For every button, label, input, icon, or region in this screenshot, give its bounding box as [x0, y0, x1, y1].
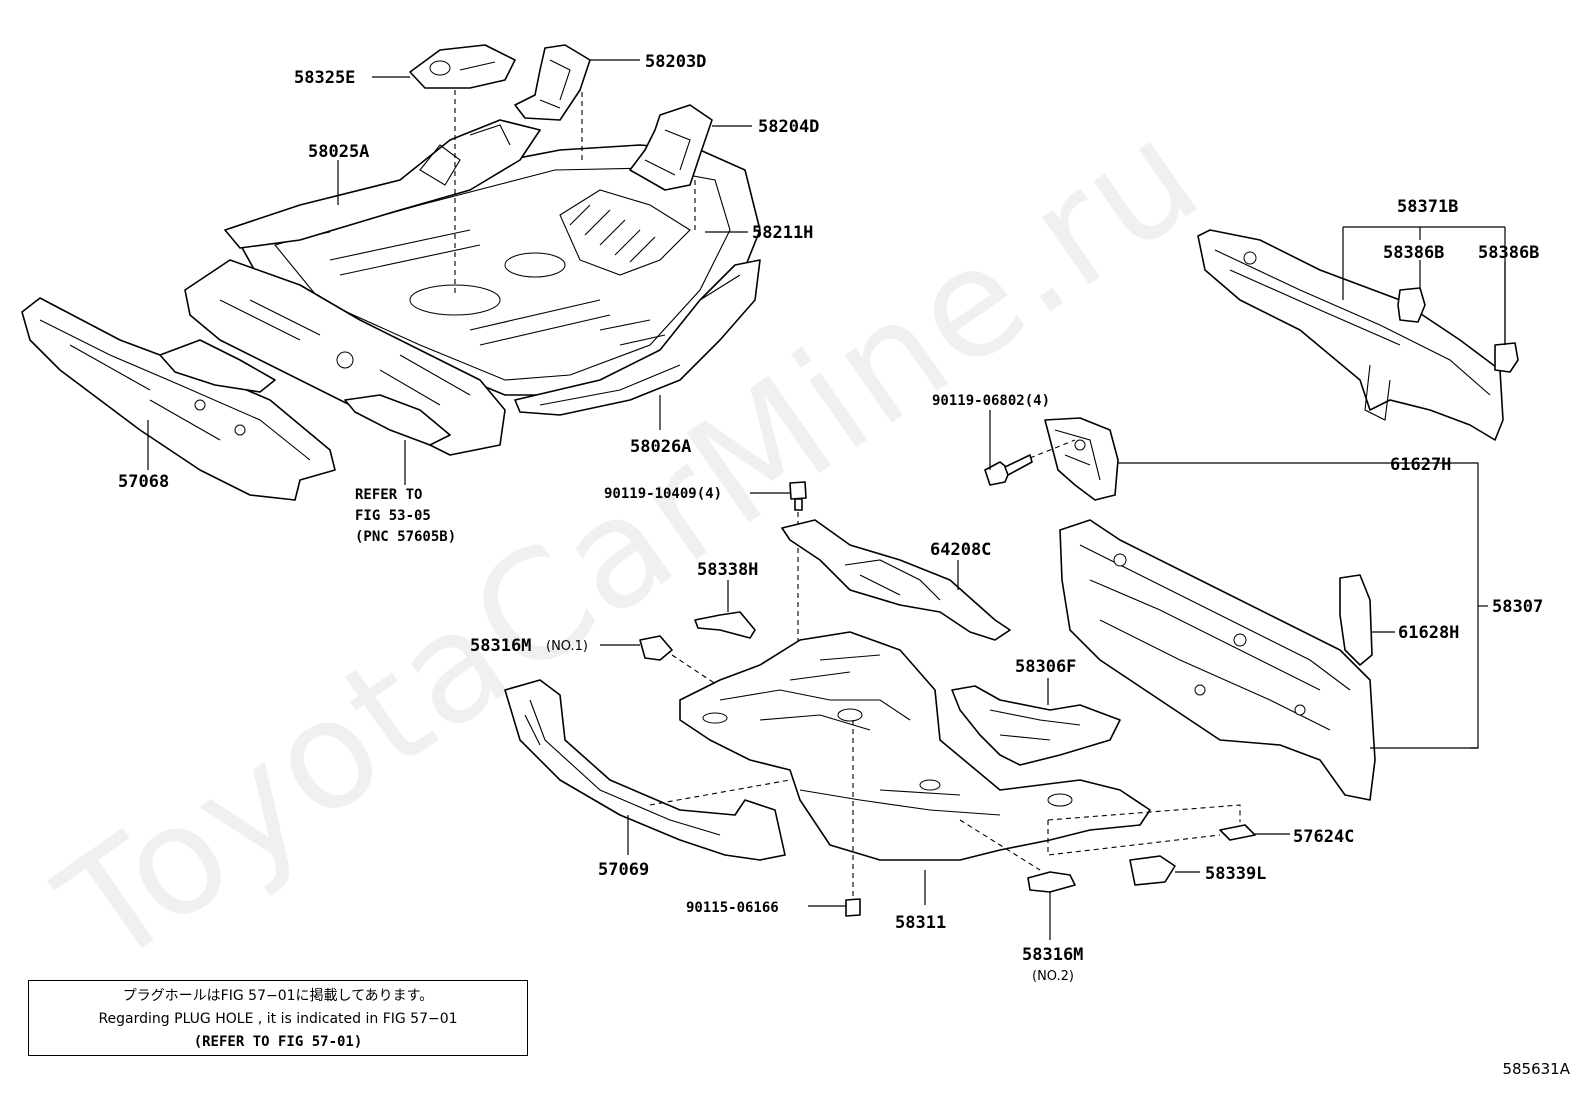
- label-90115-06166: 90115-06166: [686, 900, 779, 916]
- label-58316M-1: 58316M: [470, 636, 531, 656]
- label-58204D: 58204D: [758, 117, 819, 137]
- part-61627H-bracket: [1044, 417, 1119, 501]
- part-57624C-clip: [1219, 824, 1256, 841]
- part-58203D-bracket: [514, 44, 591, 121]
- label-58338H: 58338H: [697, 560, 758, 580]
- label-58025A: 58025A: [308, 142, 369, 162]
- note-english: Regarding PLUG HOLE , it is indicated in…: [98, 1011, 458, 1027]
- label-57068: 57068: [118, 472, 169, 492]
- part-floor-crossmember: [184, 259, 506, 456]
- part-58311-front-floor: [679, 631, 1151, 861]
- part-58338H-bracket: [694, 611, 756, 639]
- label-58386B-1: 58386B: [1383, 243, 1444, 263]
- plug-hole-note-box: プラグホールはFIG 57−01に掲載してあります。 Regarding PLU…: [28, 980, 528, 1056]
- label-58203D: 58203D: [645, 52, 706, 72]
- label-90119-06802: 90119-06802(4): [932, 393, 1050, 409]
- part-floor-bracket-left: [159, 339, 451, 446]
- label-58316M-1-note: (NO.1): [546, 639, 588, 654]
- label-58311: 58311: [895, 913, 946, 933]
- label-58306F: 58306F: [1015, 657, 1076, 677]
- label-58211H: 58211H: [752, 223, 813, 243]
- part-64208C-crossmember: [781, 519, 1011, 641]
- label-64208C: 64208C: [930, 540, 991, 560]
- part-58306F-bracket: [951, 685, 1121, 766]
- label-refer-line3: (PNC 57605B): [355, 529, 456, 545]
- label-refer-line2: FIG 53-05: [355, 508, 431, 524]
- part-61628H-bracket: [1339, 574, 1373, 666]
- label-58386B-2: 58386B: [1478, 243, 1539, 263]
- part-58204D-bracket: [629, 104, 713, 191]
- label-90119-10409: 90119-10409(4): [604, 486, 722, 502]
- part-57068-panel: [21, 297, 336, 501]
- part-58316M-no2-bracket: [1027, 871, 1076, 893]
- label-57624C: 57624C: [1293, 827, 1354, 847]
- part-58386B-bracket-1: [1397, 287, 1426, 323]
- part-58339L-bracket: [1129, 855, 1176, 886]
- label-58316M-2-note: (NO.2): [1032, 969, 1074, 984]
- label-61627H: 61627H: [1390, 455, 1451, 475]
- label-58325E: 58325E: [294, 68, 355, 88]
- part-58386B-bracket-2: [1494, 342, 1519, 373]
- label-58339L: 58339L: [1205, 864, 1266, 884]
- label-61628H: 61628H: [1398, 623, 1459, 643]
- label-57069: 57069: [598, 860, 649, 880]
- label-58371B: 58371B: [1397, 197, 1458, 217]
- part-57069-side-panel: [504, 679, 786, 861]
- note-reference: (REFER TO FIG 57-01): [193, 1034, 363, 1050]
- label-58316M-2: 58316M: [1022, 945, 1083, 965]
- part-58325E-cover: [409, 44, 516, 89]
- figure-id: 585631A: [1502, 1060, 1570, 1078]
- bolt-90119-06802: [984, 454, 1033, 486]
- part-58025A-side-member: [224, 119, 541, 249]
- label-58307: 58307: [1492, 597, 1543, 617]
- part-58316M-no1-bracket: [639, 635, 673, 661]
- note-japanese: プラグホールはFIG 57−01に掲載してあります。: [122, 988, 434, 1004]
- part-58371B-cowl: [1197, 229, 1504, 441]
- part-58026A-side-member: [514, 259, 761, 416]
- part-58307-dash-panel: [1059, 519, 1376, 801]
- label-58026A: 58026A: [630, 437, 691, 457]
- bolt-90115-06166: [845, 898, 861, 917]
- bolt-90119-10409: [789, 481, 807, 511]
- label-refer-line1: REFER TO: [355, 487, 422, 503]
